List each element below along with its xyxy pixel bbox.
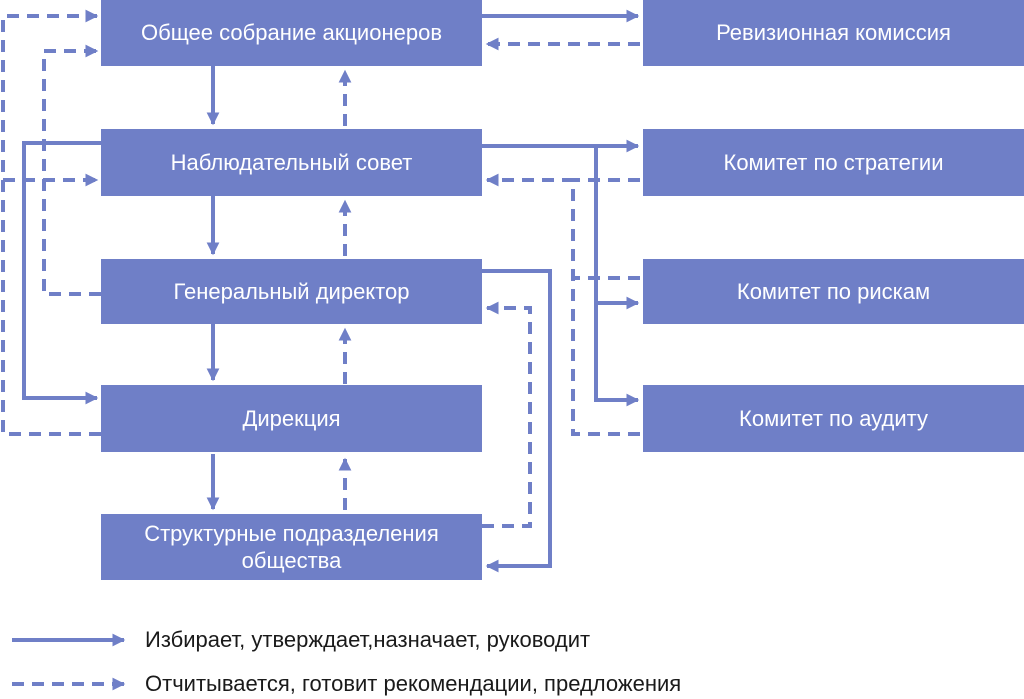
node-divisions-label-line1: Структурные подразделения	[144, 520, 439, 546]
edge-board-to-committees	[482, 144, 640, 407]
node-directorate-label: Дирекция	[242, 405, 341, 431]
node-risk-committee: Комитет по рискам	[643, 259, 1024, 324]
edge-board-to-directorate	[22, 141, 101, 405]
node-audit-commission: Ревизионная комиссия	[643, 0, 1024, 66]
node-audit-committee: Комитет по аудиту	[643, 385, 1024, 452]
node-general-director-label: Генеральный директор	[173, 278, 410, 304]
edge-committees-to-board	[485, 173, 640, 436]
node-shareholders-label: Общее собрание акционеров	[140, 20, 443, 46]
node-divisions: Структурные подразделения общества	[101, 514, 482, 580]
node-audit-commission-label: Ревизионная комиссия	[716, 20, 951, 46]
legend-dashed-label: Отчитывается, готовит рекомендации, пред…	[145, 671, 682, 696]
node-shareholders: Общее собрание акционеров	[101, 0, 482, 66]
node-risk-committee-label: Комитет по рискам	[736, 278, 931, 304]
edge-divisions-to-director	[482, 301, 532, 528]
node-supervisory-board: Наблюдательный совет	[101, 129, 482, 196]
node-strategy-committee-label: Комитет по стратегии	[723, 149, 944, 175]
node-directorate: Дирекция	[101, 385, 482, 452]
legend-solid-label: Избирает, утверждает,назначает, руководи…	[145, 627, 591, 652]
node-supervisory-board-label: Наблюдательный совет	[170, 149, 413, 175]
node-strategy-committee: Комитет по стратегии	[643, 129, 1024, 196]
node-divisions-label-line2: общества	[241, 548, 342, 573]
edge-director-to-divisions	[482, 269, 552, 573]
edge-director-to-shareholders	[42, 44, 101, 296]
node-audit-committee-label: Комитет по аудиту	[739, 405, 928, 431]
node-general-director: Генеральный директор	[101, 259, 482, 324]
edge-directorate-to-shareholders-left	[1, 9, 101, 436]
